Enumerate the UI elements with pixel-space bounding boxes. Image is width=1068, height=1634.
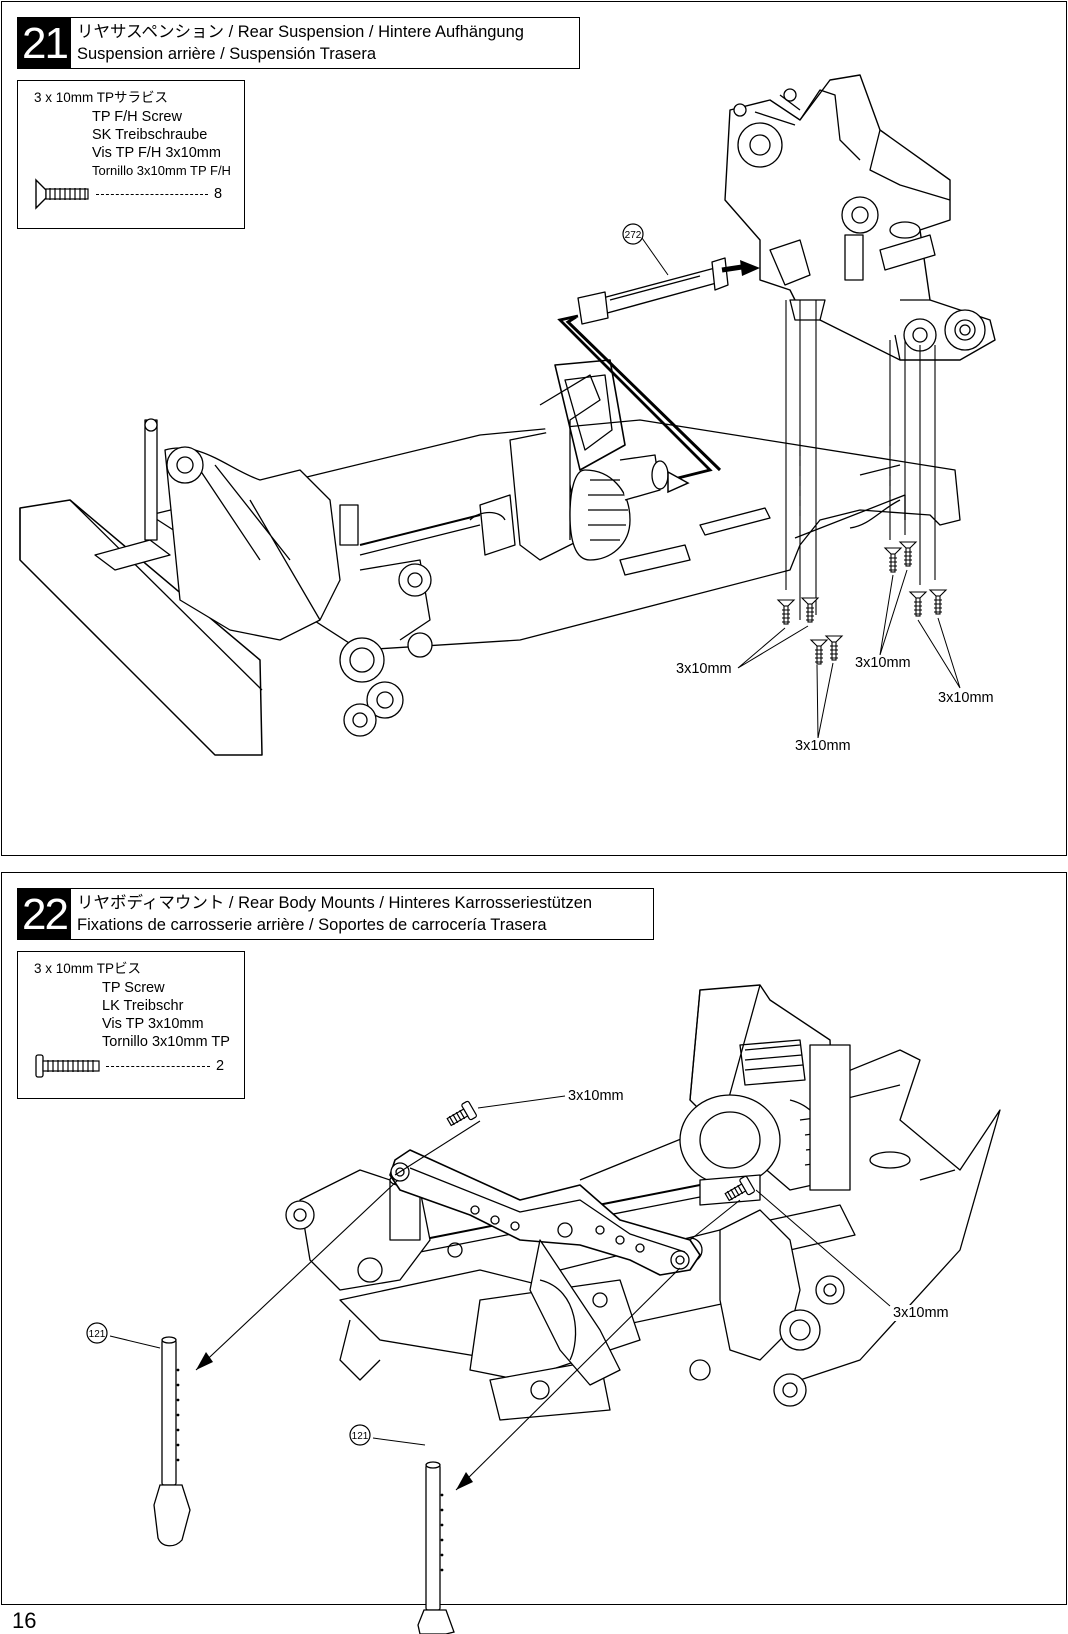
part-size-label: 3 x 10mm TPビス — [34, 961, 142, 976]
step-21-header: 21 リヤサスペンション / Rear Suspension / Hintere… — [17, 17, 580, 69]
part-quantity: 8 — [214, 186, 223, 202]
part-number-121-right: 121 — [352, 1431, 369, 1442]
step-22-title: リヤボディマウント / Rear Body Mounts / Hinteres … — [71, 889, 598, 939]
quantity-leader — [106, 1066, 210, 1067]
part-size-label: 3 x 10mm TPサラビス — [34, 90, 169, 105]
part-number-121-left: 121 — [89, 1329, 106, 1340]
part-number-272: 272 — [625, 230, 642, 241]
step-21-title-line1: リヤサスペンション / Rear Suspension / Hintere Au… — [77, 23, 524, 41]
step-21-illustration: 272 — [19, 74, 996, 756]
part-name-de: LK Treibschr — [102, 998, 184, 1014]
flat-head-screw-icon — [35, 178, 89, 210]
step-21-number: 21 — [18, 18, 71, 68]
part-name-de: SK Treibschraube — [92, 127, 208, 143]
part-name-fr: Vis TP 3x10mm — [102, 1016, 204, 1032]
step-21-title: リヤサスペンション / Rear Suspension / Hintere Au… — [71, 18, 530, 68]
screw-callout-2: 3x10mm — [855, 655, 911, 671]
part-name-fr: Vis TP F/H 3x10mm — [92, 145, 221, 161]
part-name-en: TP F/H Screw — [92, 109, 182, 125]
part-name-es: Tornillo 3x10mm TP — [102, 1034, 230, 1050]
screw-callout-right: 3x10mm — [893, 1305, 949, 1321]
step-22-title-line1: リヤボディマウント / Rear Body Mounts / Hinteres … — [77, 894, 593, 912]
screw-callout-1: 3x10mm — [676, 661, 732, 677]
step-22-parts-box: 3 x 10mm TPビス TP Screw LK Treibschr Vis … — [17, 951, 245, 1099]
screw-callout-4: 3x10mm — [795, 738, 851, 754]
step-22-header: 22 リヤボディマウント / Rear Body Mounts / Hinter… — [17, 888, 654, 940]
step-21-parts-box: 3 x 10mm TPサラビス TP F/H Screw SK Treibsch… — [17, 80, 245, 229]
step-22-title-line2: Fixations de carrosserie arrière / Sopor… — [77, 916, 547, 934]
step-21-title-line2: Suspension arrière / Suspensión Trasera — [77, 45, 376, 63]
pan-head-screw-icon — [35, 1054, 100, 1078]
screw-callout-upper: 3x10mm — [568, 1088, 624, 1104]
part-name-es: Tornillo 3x10mm TP F/H — [92, 163, 231, 178]
screw-callout-3: 3x10mm — [938, 690, 994, 706]
quantity-leader — [96, 194, 208, 195]
part-quantity: 2 — [216, 1058, 225, 1074]
part-name-en: TP Screw — [102, 980, 165, 996]
page-number: 16 — [12, 1608, 37, 1633]
step-22-number: 22 — [18, 889, 71, 939]
